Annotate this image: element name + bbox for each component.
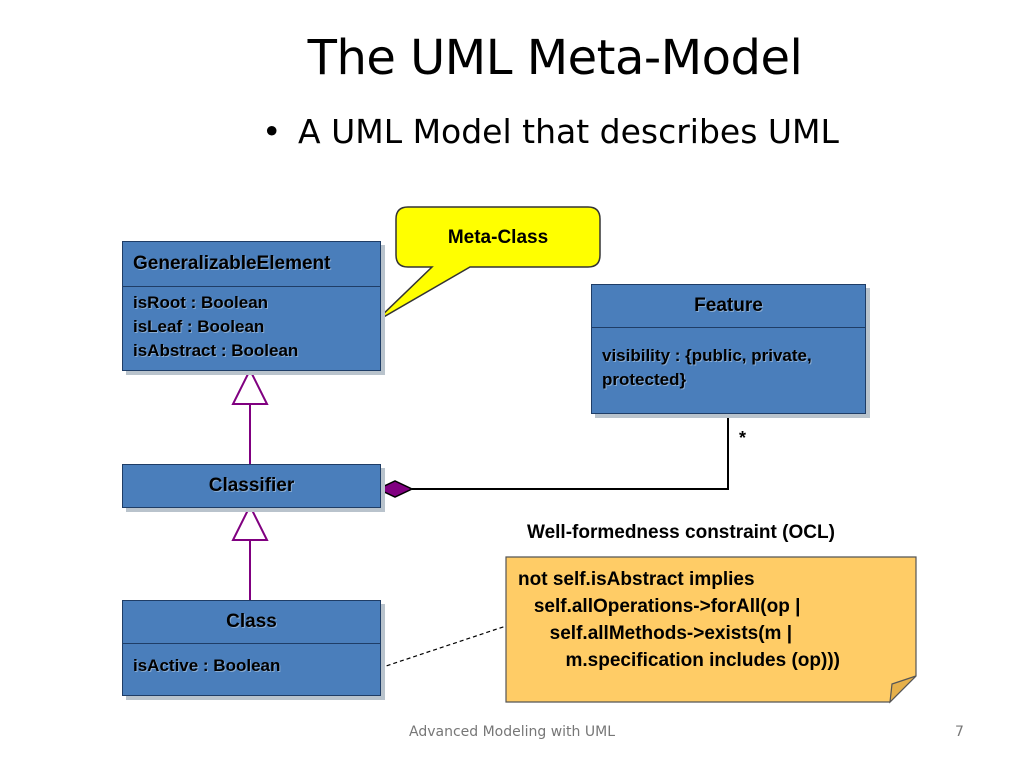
ocl-line: self.allMethods->exists(m | [518, 623, 793, 644]
class-name-feature: Feature [592, 285, 865, 328]
bullet-dot: • [262, 112, 282, 151]
note-anchor-line [379, 625, 507, 669]
attribute-visibility-line-1: visibility : {public, private, [602, 346, 812, 365]
class-box-feature[interactable]: Feature visibility : {public, private, p… [591, 284, 866, 414]
multiplicity-label: * [739, 428, 747, 448]
class-box-classifier[interactable]: Classifier [122, 464, 381, 508]
class-name-class: Class [123, 601, 380, 644]
bullet-item: • A UML Model that describes UML [262, 112, 839, 151]
class-name-generalizable-element: GeneralizableElement [123, 242, 380, 287]
constraint-heading: Well-formedness constraint (OCL) [527, 522, 835, 543]
ocl-note-fold [889, 675, 917, 704]
attribute-is-leaf: isLeaf : Boolean [133, 317, 265, 336]
class-attributes-feature: visibility : {public, private, protected… [592, 328, 865, 396]
slide-title: The UML Meta-Model [307, 30, 803, 86]
composition-diamond [376, 480, 414, 498]
generalization-arrowhead-lower [231, 503, 269, 541]
ocl-line: not self.isAbstract implies [518, 569, 755, 590]
class-name-classifier: Classifier [208, 475, 295, 496]
class-attributes-generalizable-element: isRoot : Boolean isLeaf : Boolean isAbst… [123, 287, 380, 367]
attribute-visibility-line-2: protected} [602, 370, 687, 389]
callout-label: Meta-Class [447, 227, 549, 248]
footer-text: Advanced Modeling with UML [408, 724, 615, 740]
attribute-is-active: isActive : Boolean [133, 656, 281, 675]
bullet-text: A UML Model that describes UML [298, 112, 839, 151]
attribute-is-root: isRoot : Boolean [133, 293, 269, 312]
ocl-note-text: not self.isAbstract implies self.allOper… [518, 566, 840, 674]
page-number: 7 [955, 724, 964, 740]
class-attributes-class: isActive : Boolean [123, 644, 380, 682]
class-box-class[interactable]: Class isActive : Boolean [122, 600, 381, 696]
generalization-arrowhead-upper [231, 367, 269, 405]
class-box-generalizable-element[interactable]: GeneralizableElement isRoot : Boolean is… [122, 241, 381, 371]
composition-line [412, 413, 729, 490]
ocl-line: m.specification includes (op))) [518, 650, 840, 671]
attribute-is-abstract: isAbstract : Boolean [133, 341, 299, 360]
ocl-line: self.allOperations->forAll(op | [518, 596, 801, 617]
